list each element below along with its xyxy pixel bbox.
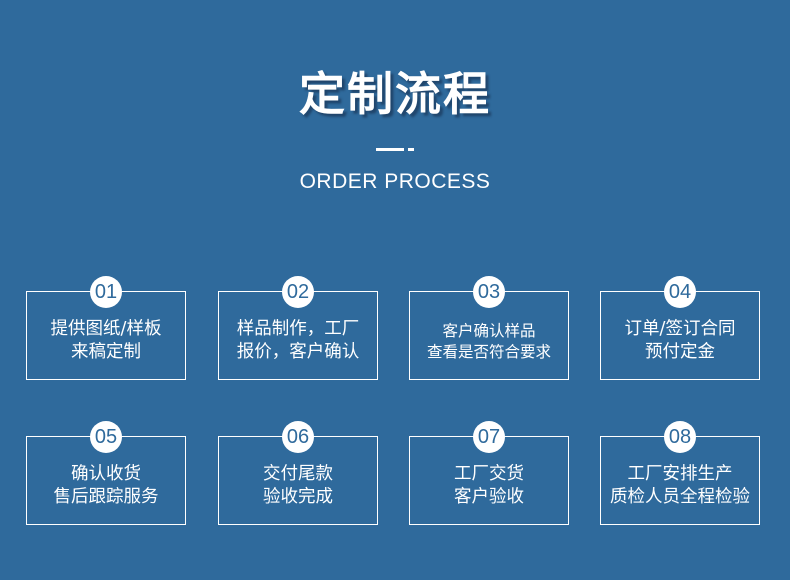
page-subtitle: ORDER PROCESS bbox=[299, 170, 491, 193]
step-description: 客户确认样品 查看是否符合要求 bbox=[410, 321, 568, 363]
step-line: 查看是否符合要求 bbox=[426, 343, 551, 361]
step-line: 客户验收 bbox=[454, 487, 524, 507]
step-description: 工厂交货 客户验收 bbox=[410, 463, 568, 509]
step-line: 交付尾款 bbox=[263, 464, 333, 484]
step-line: 质检人员全程检验 bbox=[610, 487, 750, 507]
step-description: 交付尾款 验收完成 bbox=[219, 463, 377, 509]
step-description: 确认收货 售后跟踪服务 bbox=[27, 463, 185, 509]
step-line: 工厂安排生产 bbox=[627, 464, 733, 484]
step-card: 01 提供图纸/样板 来稿定制 bbox=[26, 276, 186, 380]
step-number-badge: 02 bbox=[282, 276, 314, 308]
step-line: 预付定金 bbox=[645, 342, 715, 362]
step-card: 06 交付尾款 验收完成 bbox=[218, 421, 378, 525]
step-line: 订单/签订合同 bbox=[624, 319, 736, 339]
step-number-badge: 01 bbox=[90, 276, 122, 308]
step-line: 提供图纸/样板 bbox=[50, 319, 162, 339]
step-line: 确认收货 bbox=[71, 464, 141, 484]
step-description: 样品制作，工厂 报价，客户确认 bbox=[219, 318, 377, 364]
step-line: 客户确认样品 bbox=[442, 322, 536, 340]
step-number-badge: 07 bbox=[473, 421, 505, 453]
step-card: 07 工厂交货 客户验收 bbox=[409, 421, 569, 525]
step-line: 验收完成 bbox=[263, 487, 333, 507]
step-line: 来稿定制 bbox=[71, 342, 141, 362]
step-line: 工厂交货 bbox=[454, 464, 524, 484]
title-divider bbox=[0, 148, 790, 151]
step-card: 08 工厂安排生产 质检人员全程检验 bbox=[600, 421, 760, 525]
page-title: 定制流程 bbox=[299, 67, 491, 121]
step-card: 03 客户确认样品 查看是否符合要求 bbox=[409, 276, 569, 380]
step-number-badge: 03 bbox=[473, 276, 505, 308]
step-number-badge: 05 bbox=[90, 421, 122, 453]
divider-bar-long bbox=[376, 148, 404, 151]
step-card: 05 确认收货 售后跟踪服务 bbox=[26, 421, 186, 525]
step-line: 售后跟踪服务 bbox=[53, 487, 159, 507]
step-line: 报价，客户确认 bbox=[236, 342, 360, 362]
step-card: 04 订单/签订合同 预付定金 bbox=[600, 276, 760, 380]
step-number-badge: 08 bbox=[664, 421, 696, 453]
step-number-badge: 04 bbox=[664, 276, 696, 308]
step-number-badge: 06 bbox=[282, 421, 314, 453]
step-description: 提供图纸/样板 来稿定制 bbox=[27, 318, 185, 364]
step-description: 订单/签订合同 预付定金 bbox=[601, 318, 759, 364]
step-description: 工厂安排生产 质检人员全程检验 bbox=[601, 463, 759, 509]
divider-bar-short bbox=[408, 148, 414, 151]
step-card: 02 样品制作，工厂 报价，客户确认 bbox=[218, 276, 378, 380]
step-line: 样品制作，工厂 bbox=[236, 319, 360, 339]
